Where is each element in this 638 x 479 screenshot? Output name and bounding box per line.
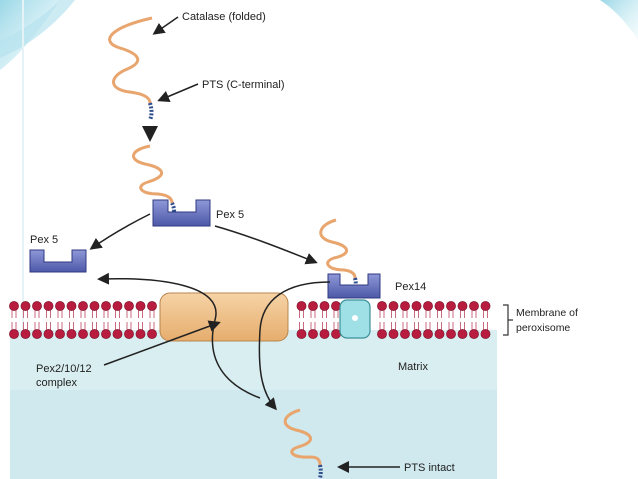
lipid-head [124, 329, 134, 339]
arrow-complex-label [103, 320, 221, 366]
lipid-head [434, 301, 445, 311]
label-pex2-line1: Pex2/10/12 [36, 363, 92, 375]
lipid-head [469, 301, 479, 311]
label-pts-intact: PTS intact [404, 462, 455, 474]
membrane-bracket [503, 304, 513, 336]
label-matrix: Matrix [398, 361, 428, 373]
lipid-head [20, 301, 31, 311]
lipid-head [411, 301, 422, 311]
lipid-head [89, 301, 100, 311]
label-pex2-line2: complex [36, 377, 77, 389]
lipid-head [66, 329, 77, 339]
lipid-head [446, 301, 456, 311]
lipid-head [135, 301, 146, 311]
lipid-head [112, 301, 123, 311]
arrow-import-matrix [258, 281, 331, 411]
lipid-head [377, 301, 387, 311]
lipid-head [9, 329, 19, 339]
pex5-receptor-left [29, 249, 87, 273]
pts-imported [318, 464, 323, 479]
lipid-head [400, 329, 410, 339]
lipid-head [331, 329, 341, 339]
lipid-head [101, 329, 111, 339]
lipid-head [331, 301, 341, 311]
lipid-head [308, 329, 318, 339]
label-pex5-left: Pex 5 [30, 234, 58, 246]
catalase-bound [132, 144, 174, 204]
label-pts-c-terminal: PTS (C-terminal) [202, 79, 285, 91]
lipid-head [423, 329, 433, 339]
lipid-head [101, 301, 111, 311]
lipid-head [124, 301, 134, 311]
pex2-10-12-complex [159, 292, 289, 342]
pex5-receptor-docked [327, 273, 381, 299]
arrow-catalase-label [152, 16, 179, 35]
lipid-head [434, 329, 445, 339]
lipid-head [377, 329, 387, 339]
lipid-head [388, 329, 399, 339]
label-catalase: Catalase (folded) [182, 11, 266, 23]
lipid-head [423, 301, 433, 311]
lipid-head [400, 301, 410, 311]
lipid-head [388, 301, 399, 311]
pex14-pore-center [352, 315, 358, 321]
lipid-head [308, 301, 318, 311]
catalase-imported [283, 408, 322, 466]
lipid-head [296, 329, 307, 339]
lipid-head [469, 329, 479, 339]
lipid-head [32, 329, 42, 339]
lipid-head [112, 329, 123, 339]
lipid-head [319, 301, 330, 311]
lipid-head [55, 301, 65, 311]
arrow-recycle-loop [97, 272, 261, 399]
lipid-head [89, 329, 100, 339]
left-guide-line [22, 0, 24, 479]
arrow-pex5-to-pex14 [214, 225, 318, 265]
catalase-docking [319, 218, 357, 279]
lipid-head [411, 329, 422, 339]
lipid-head [457, 301, 468, 311]
lipid-head [457, 329, 468, 339]
lipid-head [296, 301, 307, 311]
catalase-folded [108, 16, 153, 104]
label-membrane-2: peroxisome [516, 322, 570, 334]
lipid-head [9, 301, 19, 311]
label-pex5-top: Pex 5 [216, 209, 244, 221]
arrow-pts-label [157, 83, 199, 103]
pts-c-terminal [148, 102, 154, 121]
lipid-head [66, 301, 77, 311]
lipid-head [55, 329, 65, 339]
pts-docking [353, 277, 358, 290]
lipid-head [43, 329, 54, 339]
pex5-receptor-top [152, 199, 211, 227]
lipid-head [20, 329, 31, 339]
lipid-head [446, 329, 456, 339]
lipid-head [480, 329, 491, 339]
lipid-head [78, 329, 88, 339]
lipid-head [147, 329, 157, 339]
lipid-head [78, 301, 88, 311]
lipid-head [480, 301, 491, 311]
lipid-head [43, 301, 54, 311]
label-membrane-1: Membrane of [516, 307, 578, 319]
membrane-bilayer [9, 301, 491, 339]
lipid-head [135, 329, 146, 339]
lipid-head [32, 301, 42, 311]
lipid-head [319, 329, 330, 339]
arrow-pex5-recycle-to-left [89, 213, 151, 250]
corner-swoosh-icon [0, 0, 638, 70]
label-pex14: Pex14 [395, 281, 426, 293]
lipid-head [147, 301, 157, 311]
